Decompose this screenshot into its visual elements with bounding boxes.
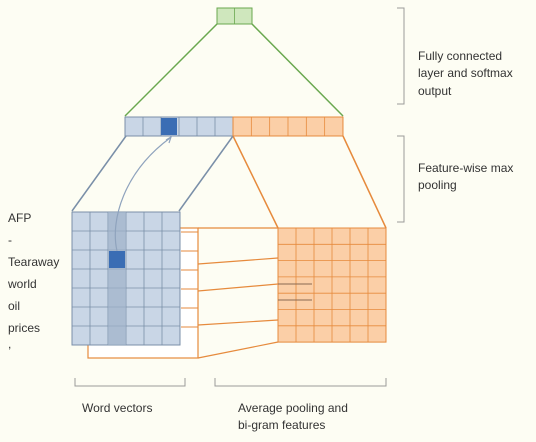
bigram-link-2 xyxy=(197,257,279,265)
connector-green-right xyxy=(251,23,344,117)
bigram-link-4 xyxy=(197,319,279,326)
bracket-max-pooling xyxy=(397,135,405,223)
label-fully-connected: Fully connected layer and softmax output xyxy=(418,49,513,98)
token-oil: oil xyxy=(8,299,21,313)
bigram-link-bottom xyxy=(197,341,279,359)
token-dash: - xyxy=(8,233,12,247)
connector-blue-left xyxy=(71,135,127,212)
max-pool-arrowhead xyxy=(165,135,173,144)
label-max-pooling: Feature-wise max pooling xyxy=(418,161,514,193)
pooled-vector-highlight-cell xyxy=(161,118,177,135)
connector-orange-left xyxy=(232,135,279,229)
max-pool-arrow xyxy=(114,137,171,252)
token-prices: prices xyxy=(8,321,41,335)
bracket-average-pooling xyxy=(214,378,387,387)
label-word-vectors: Word vectors xyxy=(82,401,153,415)
label-average-pooling: Average pooling and bi-gram features xyxy=(238,401,348,433)
highlighted-feature-column xyxy=(108,212,126,345)
bracket-output xyxy=(397,7,405,105)
connector-green-left xyxy=(124,23,218,117)
token-world: world xyxy=(8,277,37,291)
bracket-word-vectors xyxy=(74,378,186,387)
token-afp: AFP xyxy=(8,211,32,225)
token-tearaway: Tearaway xyxy=(8,255,60,269)
connector-blue-right xyxy=(178,135,234,212)
connector-orange-right xyxy=(342,135,387,229)
bigram-link-3 xyxy=(197,283,279,292)
token-comma: , xyxy=(8,337,12,351)
max-value-cell xyxy=(109,251,125,268)
